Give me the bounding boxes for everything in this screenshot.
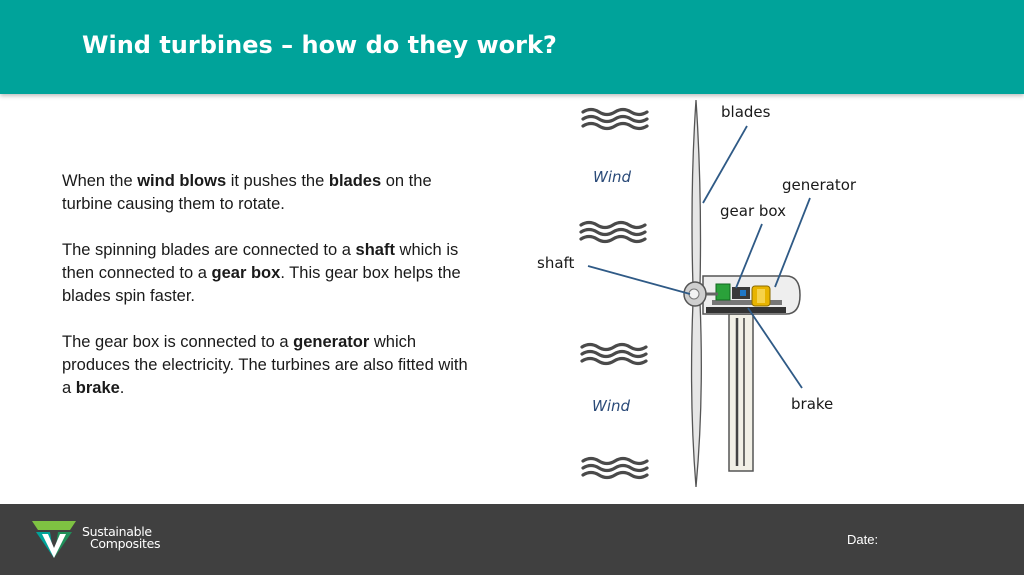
shaft-label: shaft (537, 254, 575, 272)
paragraph-3: The gear box is connected to a generator… (62, 331, 472, 400)
turbine-blades (690, 99, 702, 488)
text-run: which produces the electricity. The turb… (62, 333, 468, 397)
brake-leader-line (747, 307, 803, 389)
header-bar: Wind turbines – how do they work? (0, 0, 1024, 94)
text-run: The spinning blades are connected to a (62, 241, 356, 259)
text-run: When the (62, 172, 138, 190)
text-run: . This gear box helps the blades spin fa… (62, 264, 461, 305)
footer-bar: Sustainable Composites Date: (0, 504, 1024, 575)
page-title: Wind turbines – how do they work? (82, 31, 557, 59)
bold-term: generator (293, 333, 370, 351)
blades-label: blades (721, 103, 771, 121)
text-run: The gear box is connected to a (62, 333, 294, 351)
bold-term: brake (75, 379, 120, 397)
generator-leader-line (774, 197, 811, 288)
generator-component (751, 285, 771, 307)
wind-gust-icon (580, 342, 648, 366)
bold-term: blades (328, 172, 382, 190)
bold-term: wind blows (137, 172, 227, 190)
brake-label: brake (791, 395, 833, 413)
explanation-text: When the wind blows it pushes the blades… (62, 170, 472, 423)
text-run: which is then connected to a (62, 241, 459, 282)
wind-gust-icon (581, 107, 649, 131)
wind-gust-icon (581, 456, 649, 480)
text-run: on the turbine causing them to rotate. (62, 172, 432, 213)
blades-leader-line (702, 125, 748, 204)
wind-label-bottom: Wind (592, 397, 631, 415)
shaft-leader-line (587, 265, 691, 295)
gearbox-label: gear box (720, 202, 786, 220)
paragraph-2: The spinning blades are connected to a s… (62, 239, 472, 308)
brand-line-2: Composites (90, 536, 161, 551)
gearbox-leader-line (735, 223, 763, 289)
bold-term: shaft (355, 241, 395, 259)
paragraph-1: When the wind blows it pushes the blades… (62, 170, 472, 216)
gearbox-component (715, 283, 750, 301)
brand-line-1: Sustainable (82, 524, 152, 539)
leader-lines (587, 125, 811, 389)
text-run: it pushes the (226, 172, 329, 190)
wind-turbine-diagram: Wind Wind blade (537, 99, 857, 488)
brand-name: Sustainable Composites (82, 524, 161, 551)
turbine-tower (728, 313, 754, 472)
date-label: Date: (847, 532, 879, 547)
bold-term: gear box (211, 264, 281, 282)
text-run: . (119, 379, 125, 397)
wind-label-top: Wind (593, 168, 632, 186)
wind-gust-icon (579, 220, 647, 244)
generator-label: generator (782, 176, 857, 194)
rotor-hub (683, 281, 707, 307)
sustainable-composites-logo (32, 521, 76, 558)
